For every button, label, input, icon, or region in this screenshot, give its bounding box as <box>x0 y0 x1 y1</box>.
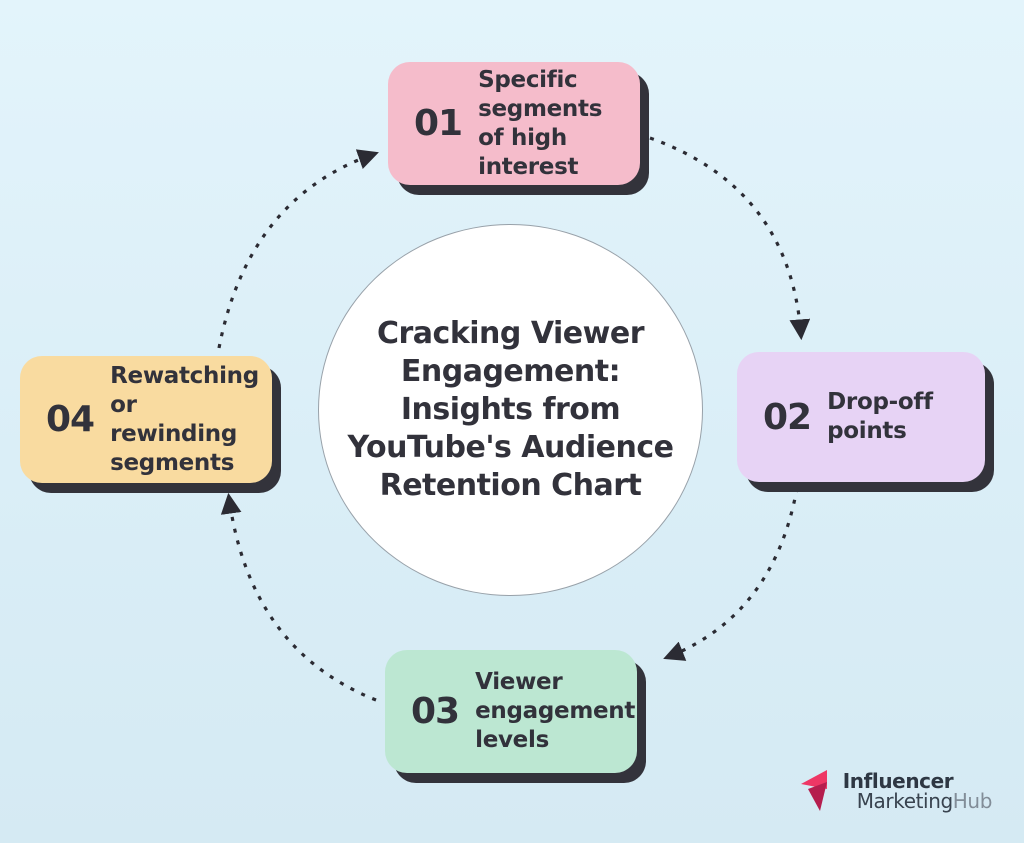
logo-hub: Hub <box>952 789 993 813</box>
logo-text: Influencer MarketingHub <box>842 769 993 813</box>
logo-line-influencer: Influencer <box>842 769 954 793</box>
step-box-04: 04 Rewatching or rewinding segments <box>20 356 272 483</box>
arc-04-to-01 <box>217 149 379 349</box>
arc-03-to-04 <box>220 492 377 702</box>
step-label: Specific segments of high interest <box>478 66 603 180</box>
step-box-03: 03 Viewer engagement levels <box>385 650 637 773</box>
diagram-title: Cracking Viewer Engagement: Insights fro… <box>347 316 674 503</box>
step-number: 03 <box>411 691 460 732</box>
influencer-marketinghub-logo-icon <box>800 770 827 811</box>
center-circle: Cracking Viewer Engagement: Insights fro… <box>318 224 703 596</box>
step-label: Viewer engagement levels <box>475 669 636 753</box>
logo-line-marketinghub: MarketingHub <box>843 789 993 813</box>
influencer-marketinghub-logo: Influencer MarketingHub <box>800 769 993 813</box>
step-box-01: 01 Specific segments of high interest <box>388 62 640 185</box>
step-number: 02 <box>763 396 812 438</box>
step-box-02: 02 Drop-off points <box>737 352 985 482</box>
logo-marketing: Marketing <box>856 789 953 813</box>
arc-02-to-03 <box>663 487 799 661</box>
arc-01-to-02 <box>649 136 811 341</box>
step-label: Rewatching or rewinding segments <box>110 362 259 476</box>
step-number: 04 <box>46 399 95 440</box>
step-label: Drop-off points <box>827 389 933 444</box>
step-number: 01 <box>414 103 463 144</box>
